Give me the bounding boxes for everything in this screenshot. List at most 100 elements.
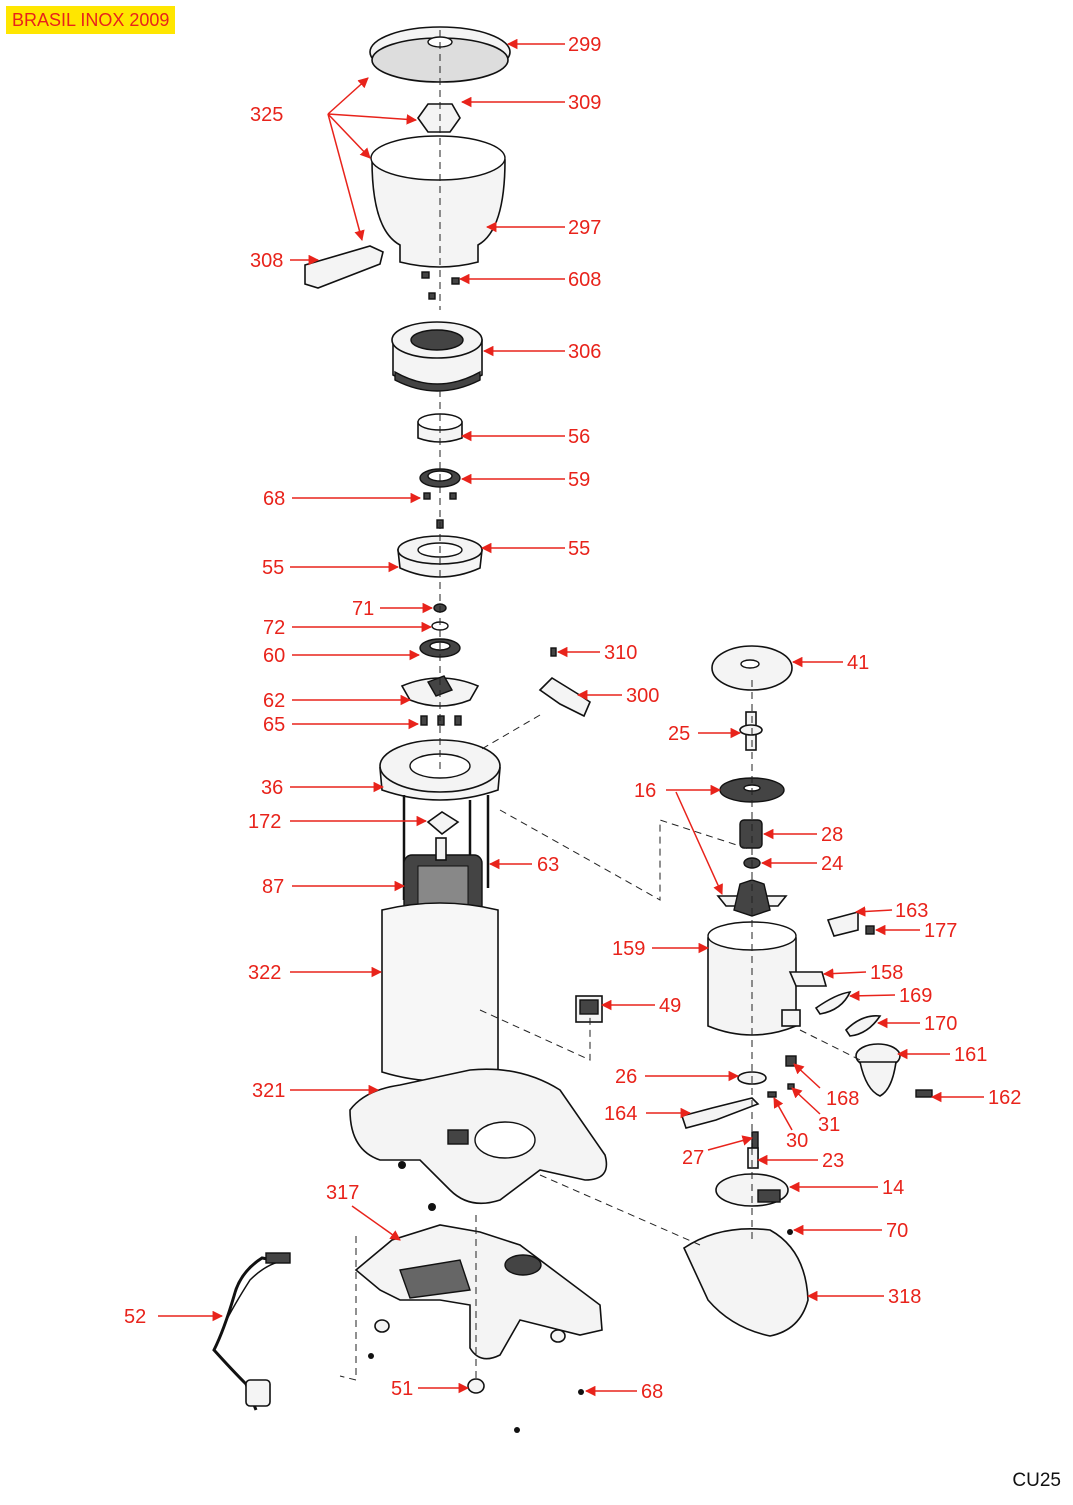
part-body-shell: [381, 902, 499, 1082]
callout: 55: [480, 538, 590, 560]
svg-text:608: 608: [568, 269, 601, 291]
callout: 71: [352, 598, 434, 620]
svg-text:159: 159: [612, 938, 645, 960]
callout: 87: [262, 876, 406, 898]
svg-text:26: 26: [615, 1066, 637, 1088]
svg-text:65: 65: [263, 714, 285, 736]
svg-text:170: 170: [924, 1013, 957, 1035]
part-hopper: [370, 135, 506, 268]
part-base: [349, 1068, 608, 1205]
part-318-cover: [682, 1228, 809, 1337]
svg-text:62: 62: [263, 690, 285, 712]
svg-text:172: 172: [248, 811, 281, 833]
callout: 608: [458, 269, 601, 291]
diagram-title: BRASIL INOX 2009: [6, 6, 176, 34]
svg-text:28: 28: [821, 824, 843, 846]
callout: 28: [762, 824, 843, 846]
part-power-cable: [212, 1252, 291, 1411]
svg-text:317: 317: [326, 1182, 359, 1204]
callout: 309: [460, 92, 601, 114]
callout: 300: [576, 685, 659, 707]
part-70-screw: [787, 1229, 793, 1235]
callout: 60: [263, 645, 421, 667]
callout: 68: [263, 488, 422, 510]
svg-text:68: 68: [641, 1381, 663, 1403]
callout: 161: [896, 1044, 987, 1066]
part-16-star-lower: [716, 879, 788, 917]
callout: 25: [668, 723, 742, 745]
part-310-screw: [550, 647, 557, 657]
svg-text:23: 23: [822, 1150, 844, 1172]
part-158-lever: [788, 971, 828, 987]
diagram-code: CU25: [1012, 1470, 1061, 1491]
callout: 30: [773, 1097, 808, 1152]
svg-text:41: 41: [847, 652, 869, 674]
callout: 59: [460, 469, 590, 491]
callout: 159: [612, 938, 710, 960]
part-30-31-pins: [767, 1083, 795, 1098]
callout: 168: [793, 1063, 859, 1110]
part-49-switch: [575, 995, 603, 1023]
callout: 317: [326, 1182, 401, 1241]
svg-text:162: 162: [988, 1087, 1021, 1109]
part-163: [826, 910, 859, 937]
callout: 16: [634, 780, 723, 895]
callout: 70: [792, 1220, 908, 1242]
callout: 72: [263, 617, 433, 639]
svg-text:306: 306: [568, 341, 601, 363]
callout: 170: [876, 1013, 957, 1035]
svg-text:87: 87: [262, 876, 284, 898]
svg-text:297: 297: [568, 217, 601, 239]
callout: 24: [760, 853, 843, 875]
svg-text:310: 310: [604, 642, 637, 664]
callout: 310: [556, 642, 637, 664]
svg-text:16: 16: [634, 780, 656, 802]
svg-text:309: 309: [568, 92, 601, 114]
callout: 26: [615, 1066, 740, 1088]
part-23-shaft: [747, 1147, 759, 1169]
part-foot: [368, 1353, 584, 1433]
part-172: [426, 811, 460, 836]
callout: 31: [791, 1087, 840, 1136]
part-hopper-knob: [417, 103, 461, 133]
part-162-screw: [915, 1089, 933, 1098]
callout: 41: [791, 652, 869, 674]
assembly-dashed-lines: [339, 30, 861, 1381]
callout: 172: [248, 811, 428, 833]
svg-text:72: 72: [263, 617, 285, 639]
svg-text:70: 70: [886, 1220, 908, 1242]
callout: 63: [488, 854, 559, 876]
callouts: 299 309 325 297 308 608 306 56 59 68 55 …: [124, 34, 1021, 1403]
callout: 177: [874, 920, 957, 942]
callout: 163: [854, 900, 928, 922]
part-300-grinder-head: [538, 676, 591, 718]
svg-text:168: 168: [826, 1088, 859, 1110]
svg-text:308: 308: [250, 250, 283, 272]
part-177-screw: [865, 925, 875, 935]
svg-text:49: 49: [659, 995, 681, 1017]
svg-text:27: 27: [682, 1147, 704, 1169]
callout: 52: [124, 1306, 224, 1328]
callout: 65: [263, 714, 420, 736]
part-56: [417, 413, 463, 443]
svg-text:322: 322: [248, 962, 281, 984]
callout: 169: [848, 985, 932, 1007]
svg-text:31: 31: [818, 1114, 840, 1136]
part-164-lever: [680, 1097, 760, 1129]
svg-text:24: 24: [821, 853, 843, 875]
svg-text:56: 56: [568, 426, 590, 448]
svg-text:30: 30: [786, 1130, 808, 1152]
callout: 164: [604, 1103, 692, 1125]
svg-text:169: 169: [899, 985, 932, 1007]
callout: 321: [252, 1080, 380, 1102]
part-screws-65: [420, 715, 462, 726]
callout: 14: [788, 1177, 904, 1199]
callout: 49: [600, 995, 681, 1017]
part-grinding-chamber: [379, 739, 501, 801]
part-170: [844, 1014, 882, 1037]
part-159-doser-body: [707, 921, 801, 1036]
svg-text:71: 71: [352, 598, 374, 620]
svg-text:25: 25: [668, 723, 690, 745]
